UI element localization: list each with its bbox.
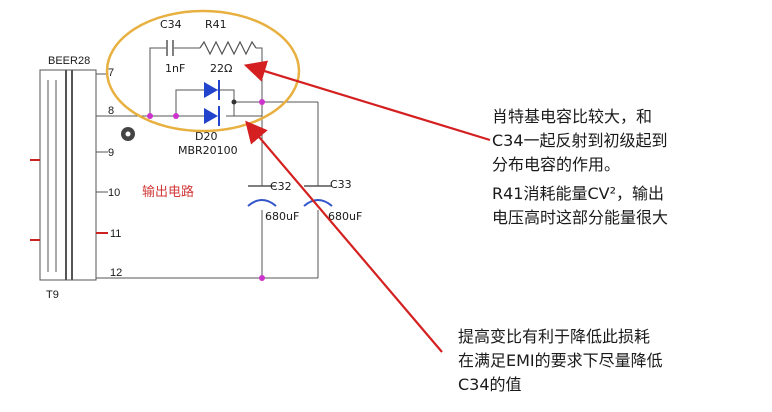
transformer-ref: T9	[46, 289, 59, 301]
c34-value: 1nF	[165, 62, 185, 75]
pin-8: 8	[108, 105, 114, 117]
annotation-top: 肖特基电容比较大，和 C34一起反射到初级起到 分布电容的作用。	[492, 107, 668, 174]
d20-ref: D20	[195, 130, 217, 143]
pin-10: 10	[108, 187, 120, 199]
pin-11: 11	[110, 228, 121, 240]
c33-value: 680uF	[328, 210, 362, 223]
section-label: 输出电路	[142, 184, 194, 200]
r41-resistor-symbol	[199, 40, 257, 56]
pin-12: 12	[110, 267, 122, 279]
annotation-top-line2: C34一起反射到初级起到	[492, 131, 668, 150]
annotation-middle-line1: R41消耗能量CV²，输出	[492, 184, 664, 203]
c33-capacitor-symbol	[303, 185, 333, 207]
pin-9: 9	[108, 147, 114, 159]
mounting-hole-icon	[121, 127, 135, 141]
d20-part: MBR20100	[178, 144, 238, 157]
c32-value: 680uF	[265, 210, 299, 223]
transformer-name: BEER28	[48, 55, 90, 67]
r41-ref: R41	[205, 18, 227, 31]
annotation-bottom-line3: C34的值	[458, 375, 522, 394]
c34-capacitor-symbol	[166, 40, 174, 56]
d20-diode-symbol	[190, 80, 220, 126]
annotation-bottom: 提高变比有利于降低此损耗 在满足EMI的要求下尽量降低 C34的值	[458, 327, 663, 394]
annotation-middle-line2: 电压高时这部分能量很大	[492, 208, 668, 227]
annotation-middle: R41消耗能量CV²，输出 电压高时这部分能量很大	[492, 184, 668, 227]
c32-ref: C32	[270, 180, 292, 193]
c34-ref: C34	[160, 18, 182, 31]
primary-pin-stubs	[30, 159, 40, 241]
c33-ref: C33	[330, 178, 352, 191]
transformer-t9	[39, 69, 97, 281]
annotation-bottom-line1: 提高变比有利于降低此损耗	[458, 327, 650, 346]
arrow-to-c34	[245, 120, 443, 353]
r41-value: 22Ω	[210, 62, 232, 75]
c32-capacitor-symbol	[247, 185, 277, 207]
output-wiring	[149, 47, 319, 279]
highlight-ellipse	[105, 9, 301, 133]
annotation-top-line3: 分布电容的作用。	[492, 155, 620, 174]
secondary-pin-stubs	[96, 73, 262, 279]
junction-nodes	[147, 99, 265, 281]
pin-7: 7	[108, 67, 114, 79]
annotation-top-line1: 肖特基电容比较大，和	[492, 107, 652, 126]
arrow-to-r41	[243, 60, 491, 142]
annotation-bottom-line2: 在满足EMI的要求下尽量降低	[458, 351, 663, 370]
